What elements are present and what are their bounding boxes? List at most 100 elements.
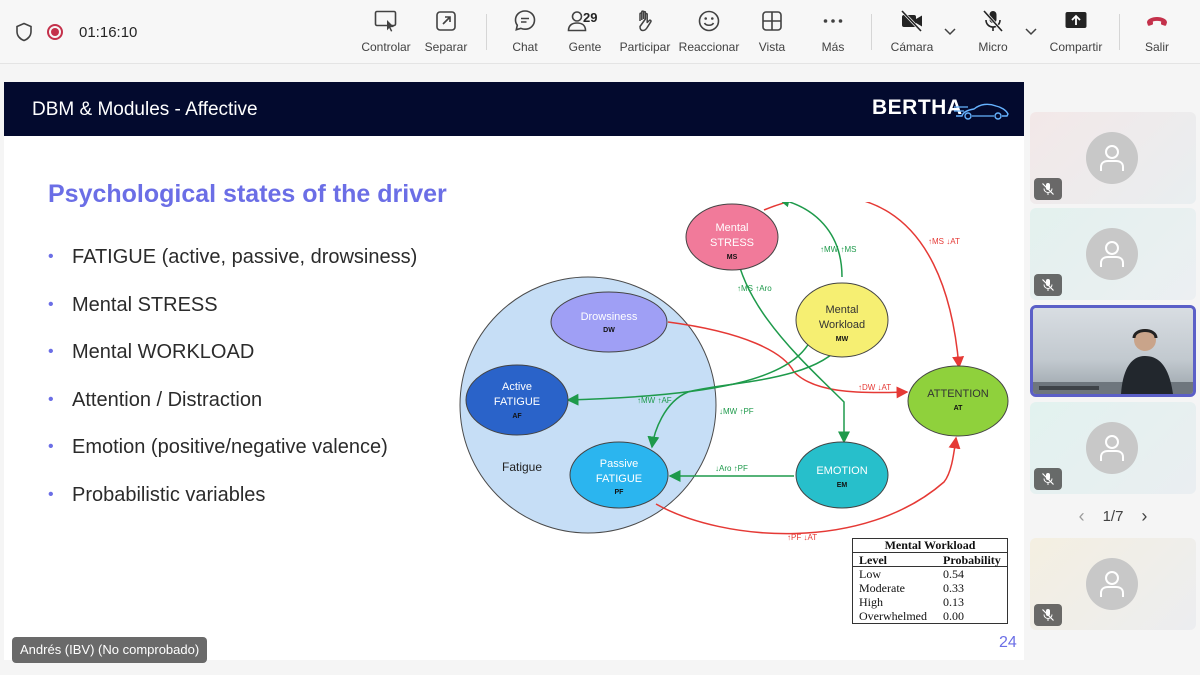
node-dw-line1: Drowsiness [581,311,638,323]
pager-prev-icon[interactable]: ‹ [1078,505,1085,526]
avatar [1086,558,1138,610]
table-row: Low 0.54 [853,567,1007,581]
vista-button[interactable]: Vista [757,8,787,58]
grid-view-icon [762,11,782,31]
pager-next-icon[interactable]: › [1141,505,1148,526]
participant-video-figure [1033,329,1193,394]
avatar [1086,132,1138,184]
table-row: High 0.13 [853,595,1007,609]
node-af-line1: Active [502,381,532,393]
edge-label-dw-at: ↑DW ↓AT [858,383,891,392]
node-passive-fatigue: Passive FATIGUE PF [569,441,669,509]
node-pf-line1: Passive [600,458,639,470]
edge-ms-at [763,202,965,369]
more-options-icon [823,19,843,23]
separar-button[interactable]: Separar [423,8,469,58]
mw-probability: 0.33 [943,581,964,595]
presenter-name-tag: Andrés (IBV) (No comprobado) [12,637,208,663]
bullet-dot: • [48,485,54,503]
bullet-dot: • [48,248,54,265]
table-row: Overwhelmed 0.00 [853,609,1007,623]
node-at-code: AT [954,405,964,412]
bullet-text: Probabilistic variables [72,483,266,506]
micro-button[interactable]: Micro [976,8,1010,58]
bullet-text: FATIGUE (active, passive, drowsiness) [72,246,418,268]
pager-label: 1/7 [1102,507,1124,525]
shield-icon [16,22,32,42]
node-ms-code: MS [727,254,738,261]
mic-off-icon [982,9,1004,33]
camara-button[interactable]: Cámara [889,8,935,58]
chat-button[interactable]: Chat [508,8,542,58]
car-logo-icon [954,103,1009,120]
participant-tile[interactable] [1030,208,1196,300]
muted-badge [1034,604,1062,626]
controlar-button[interactable]: Controlar [361,8,411,58]
participar-label: Participar [619,40,671,54]
edge-label-mw-ms: ↑MW ↑MS [820,245,856,254]
bullet-item: • Probabilistic variables [48,484,417,532]
compartir-button[interactable]: Compartir [1048,8,1104,58]
smiley-icon [698,10,720,32]
bullet-item: •Mental WORKLOAD [48,341,417,389]
micro-label: Micro [978,40,1008,54]
bertha-logo: BERTHA [872,96,963,119]
bullet-text: Mental WORKLOAD [72,341,255,363]
gente-button[interactable]: 29 Gente [565,8,605,58]
mw-level: Moderate [859,581,905,595]
mas-button[interactable]: Más [819,8,847,58]
node-attention: ATTENTION AT [907,365,1009,437]
slide-header: DBM & Modules - Affective BERTHA [4,82,1024,136]
person-icon [1100,241,1124,267]
bullet-item: • Attention / Distraction [48,389,417,437]
node-ms-line1: Mental [715,222,748,234]
fatigue-group-label: Fatigue [502,460,542,474]
share-screen-icon [1065,12,1087,28]
raise-hand-icon [639,10,652,32]
participar-button[interactable]: Participar [620,8,670,58]
edge-label-ms-em: ↑MS ↑Aro [737,284,772,293]
mw-probability: 0.54 [943,567,964,581]
mic-off-icon [1042,473,1054,485]
bullet-item: • FATIGUE (active, passive, drowsiness) [48,246,417,294]
bullet-item: •Mental STRESS [48,294,417,342]
mic-off-icon [1042,279,1054,291]
pop-out-icon [436,11,456,31]
recording-icon [47,24,63,40]
mic-off-icon [1042,609,1054,621]
slide-page-number: 24 [999,634,1017,651]
node-af-code: AF [512,413,522,420]
participant-tile-speaking[interactable] [1030,305,1196,397]
salir-button[interactable]: Salir [1142,8,1172,58]
participant-tile[interactable] [1030,402,1196,494]
node-mw-line2: Workload [819,319,865,331]
node-em-line1: EMOTION [816,465,867,477]
participant-tile[interactable] [1030,538,1196,630]
participant-pager: ‹ 1/7 › [1030,504,1196,528]
slide-header-title: DBM & Modules - Affective [32,99,258,120]
camera-options-chevron-icon[interactable] [943,24,957,38]
bullet-text: Emotion (positive/negative valence) [72,436,388,458]
reaccionar-button[interactable]: Reaccionar [679,8,739,58]
edge-label-ms-at: ↑MS ↓AT [928,237,960,246]
bullet-list: • FATIGUE (active, passive, drowsiness) •… [48,246,417,531]
mw-table-title: Mental Workload [853,539,1007,553]
compartir-label: Compartir [1049,40,1103,54]
meeting-toolbar: 01:16:10 Controlar Separar Chat 29 Gente [0,0,1200,64]
edge-label-mw-af: ↑MW ↑AF [637,396,672,405]
node-dw-code: DW [603,327,615,334]
psychological-states-diagram: Fatigue ↑MS ↓AT ↑MW ↑MS ↑MS ↑Aro ↑DW ↓AT… [459,202,1009,542]
bullet-text: Attention / Distraction [72,388,263,411]
mic-off-icon [1042,183,1054,195]
node-em-code: EM [837,482,848,489]
muted-badge [1034,468,1062,490]
table-row: Moderate 0.33 [853,581,1007,595]
participant-tile[interactable] [1030,112,1196,204]
mic-options-chevron-icon[interactable] [1024,24,1038,38]
node-mw-code: MW [836,336,849,343]
avatar [1086,228,1138,280]
chat-label: Chat [512,40,538,54]
bullet-dot: • [48,390,54,408]
node-drowsiness: Drowsiness DW [550,291,668,353]
mw-probability: 0.13 [943,595,964,609]
